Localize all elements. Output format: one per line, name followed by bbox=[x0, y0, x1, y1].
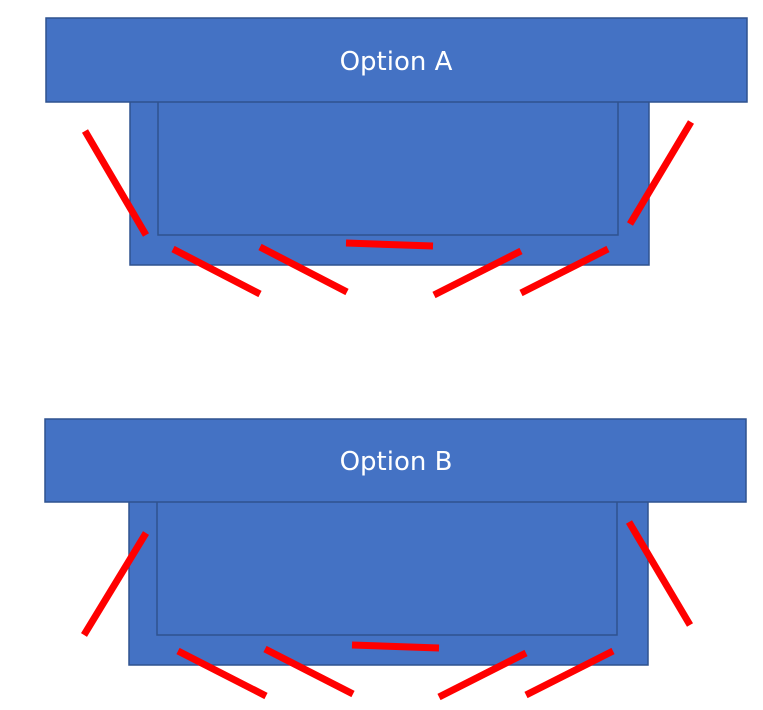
option-b-label: Option B bbox=[339, 447, 453, 477]
option-a-marker-bottom-center bbox=[345, 239, 434, 250]
option-b-marker-bottom-3 bbox=[437, 649, 528, 701]
option-a-marker-bottom-2 bbox=[258, 243, 349, 296]
option-a-header-bar bbox=[45, 17, 748, 103]
option-b-marker-left-diagonal bbox=[81, 531, 149, 637]
option-b-marker-bottom-2 bbox=[263, 645, 355, 698]
option-a-marker-left-diagonal bbox=[81, 129, 150, 237]
option-a-marker-lines bbox=[81, 120, 695, 299]
option-b-marker-lines bbox=[81, 520, 694, 701]
option-a-marker-right-diagonal bbox=[626, 120, 695, 226]
option-b-inner-recess bbox=[156, 494, 618, 636]
option-a-group bbox=[45, 17, 748, 299]
option-a-marker-bottom-1 bbox=[171, 245, 262, 298]
option-a-marker-bottom-4 bbox=[519, 245, 610, 297]
option-a-marker-bottom-3 bbox=[432, 247, 523, 299]
option-a-inner-recess bbox=[157, 94, 619, 236]
option-b-group bbox=[44, 418, 747, 701]
option-a-label: Option A bbox=[339, 47, 453, 77]
option-b-marker-bottom-1 bbox=[176, 647, 268, 700]
option-b-header-bar bbox=[44, 418, 747, 503]
option-b-marker-bottom-4 bbox=[524, 647, 615, 699]
option-b-marker-bottom-center bbox=[351, 641, 440, 652]
option-b-marker-right-diagonal bbox=[625, 520, 694, 627]
